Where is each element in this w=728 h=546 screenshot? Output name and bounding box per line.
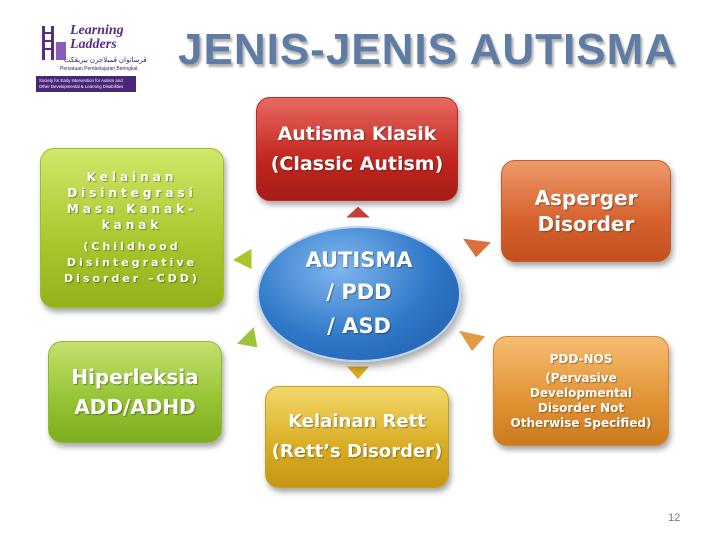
node-cdd-line1: Kelainan Disintegrasi Masa Kanak-kanak [66, 170, 198, 232]
center-node-autisma: AUTISMA / PDD / ASD [257, 226, 461, 362]
node-classic-autism: Autisma Klasik (Classic Autism) [256, 97, 458, 201]
arrow-to-pddnos [456, 329, 487, 353]
node-classic-line1: Autisma Klasik [277, 123, 437, 145]
arrow-to-asperger [460, 237, 494, 259]
node-asperger-line1: Asperger [534, 186, 638, 210]
node-pddnos-line1: PDD-NOS [549, 351, 613, 366]
node-pdd-nos: PDD-NOS (Pervasive Developmental Disorde… [493, 336, 669, 446]
arrow-to-classic [343, 205, 373, 219]
node-cdd-line2: (Childhood Disintegrative Disorder –CDD) [64, 240, 200, 285]
logo-name-line1: Learning [70, 23, 124, 38]
node-hyperlexia: Hiperleksia ADD/ADHD [48, 341, 222, 443]
logo-name-line2: Ladders [70, 37, 117, 52]
node-hyper-line2: ADD/ADHD [74, 395, 196, 419]
page-number: 12 [668, 512, 681, 524]
learning-ladders-logo: Learning Ladders ڤرساتوان ڤمبلاجرن بيريڠ… [34, 22, 147, 96]
center-line2: / PDD [326, 280, 392, 304]
node-rett: Kelainan Rett (Rett’s Disorder) [265, 386, 449, 488]
node-classic-line2: (Classic Autism) [270, 153, 444, 175]
arrow-to-hyper [234, 324, 259, 349]
ladder-logo-icon [42, 26, 66, 60]
node-hyper-line1: Hiperleksia [71, 365, 199, 389]
node-rett-line1: Kelainan Rett [288, 411, 426, 432]
logo-jawi-text: ڤرساتوان ڤمبلاجرن بيريڠکت [64, 57, 147, 64]
node-asperger: Asperger Disorder [501, 160, 671, 262]
slide-title: JENIS-JENIS AUTISMA [178, 25, 678, 74]
node-rett-line2: (Rett’s Disorder) [271, 441, 443, 462]
center-line1: AUTISMA [305, 248, 413, 272]
arrow-to-rett [344, 365, 372, 381]
logo-subtitle: Persatuan Pembelajaran Beringkat [60, 66, 138, 72]
node-pddnos-line2: (Pervasive Developmental Disorder Not Ot… [510, 370, 652, 430]
logo-name: Learning Ladders [70, 24, 138, 52]
arrow-to-cdd [230, 247, 253, 271]
node-cdd: Kelainan Disintegrasi Masa Kanak-kanak (… [40, 148, 224, 308]
logo-band: Society for Early Intervention for Autis… [36, 76, 136, 92]
node-asperger-line2: Disorder [537, 212, 635, 236]
center-line3: / ASD [327, 314, 391, 338]
